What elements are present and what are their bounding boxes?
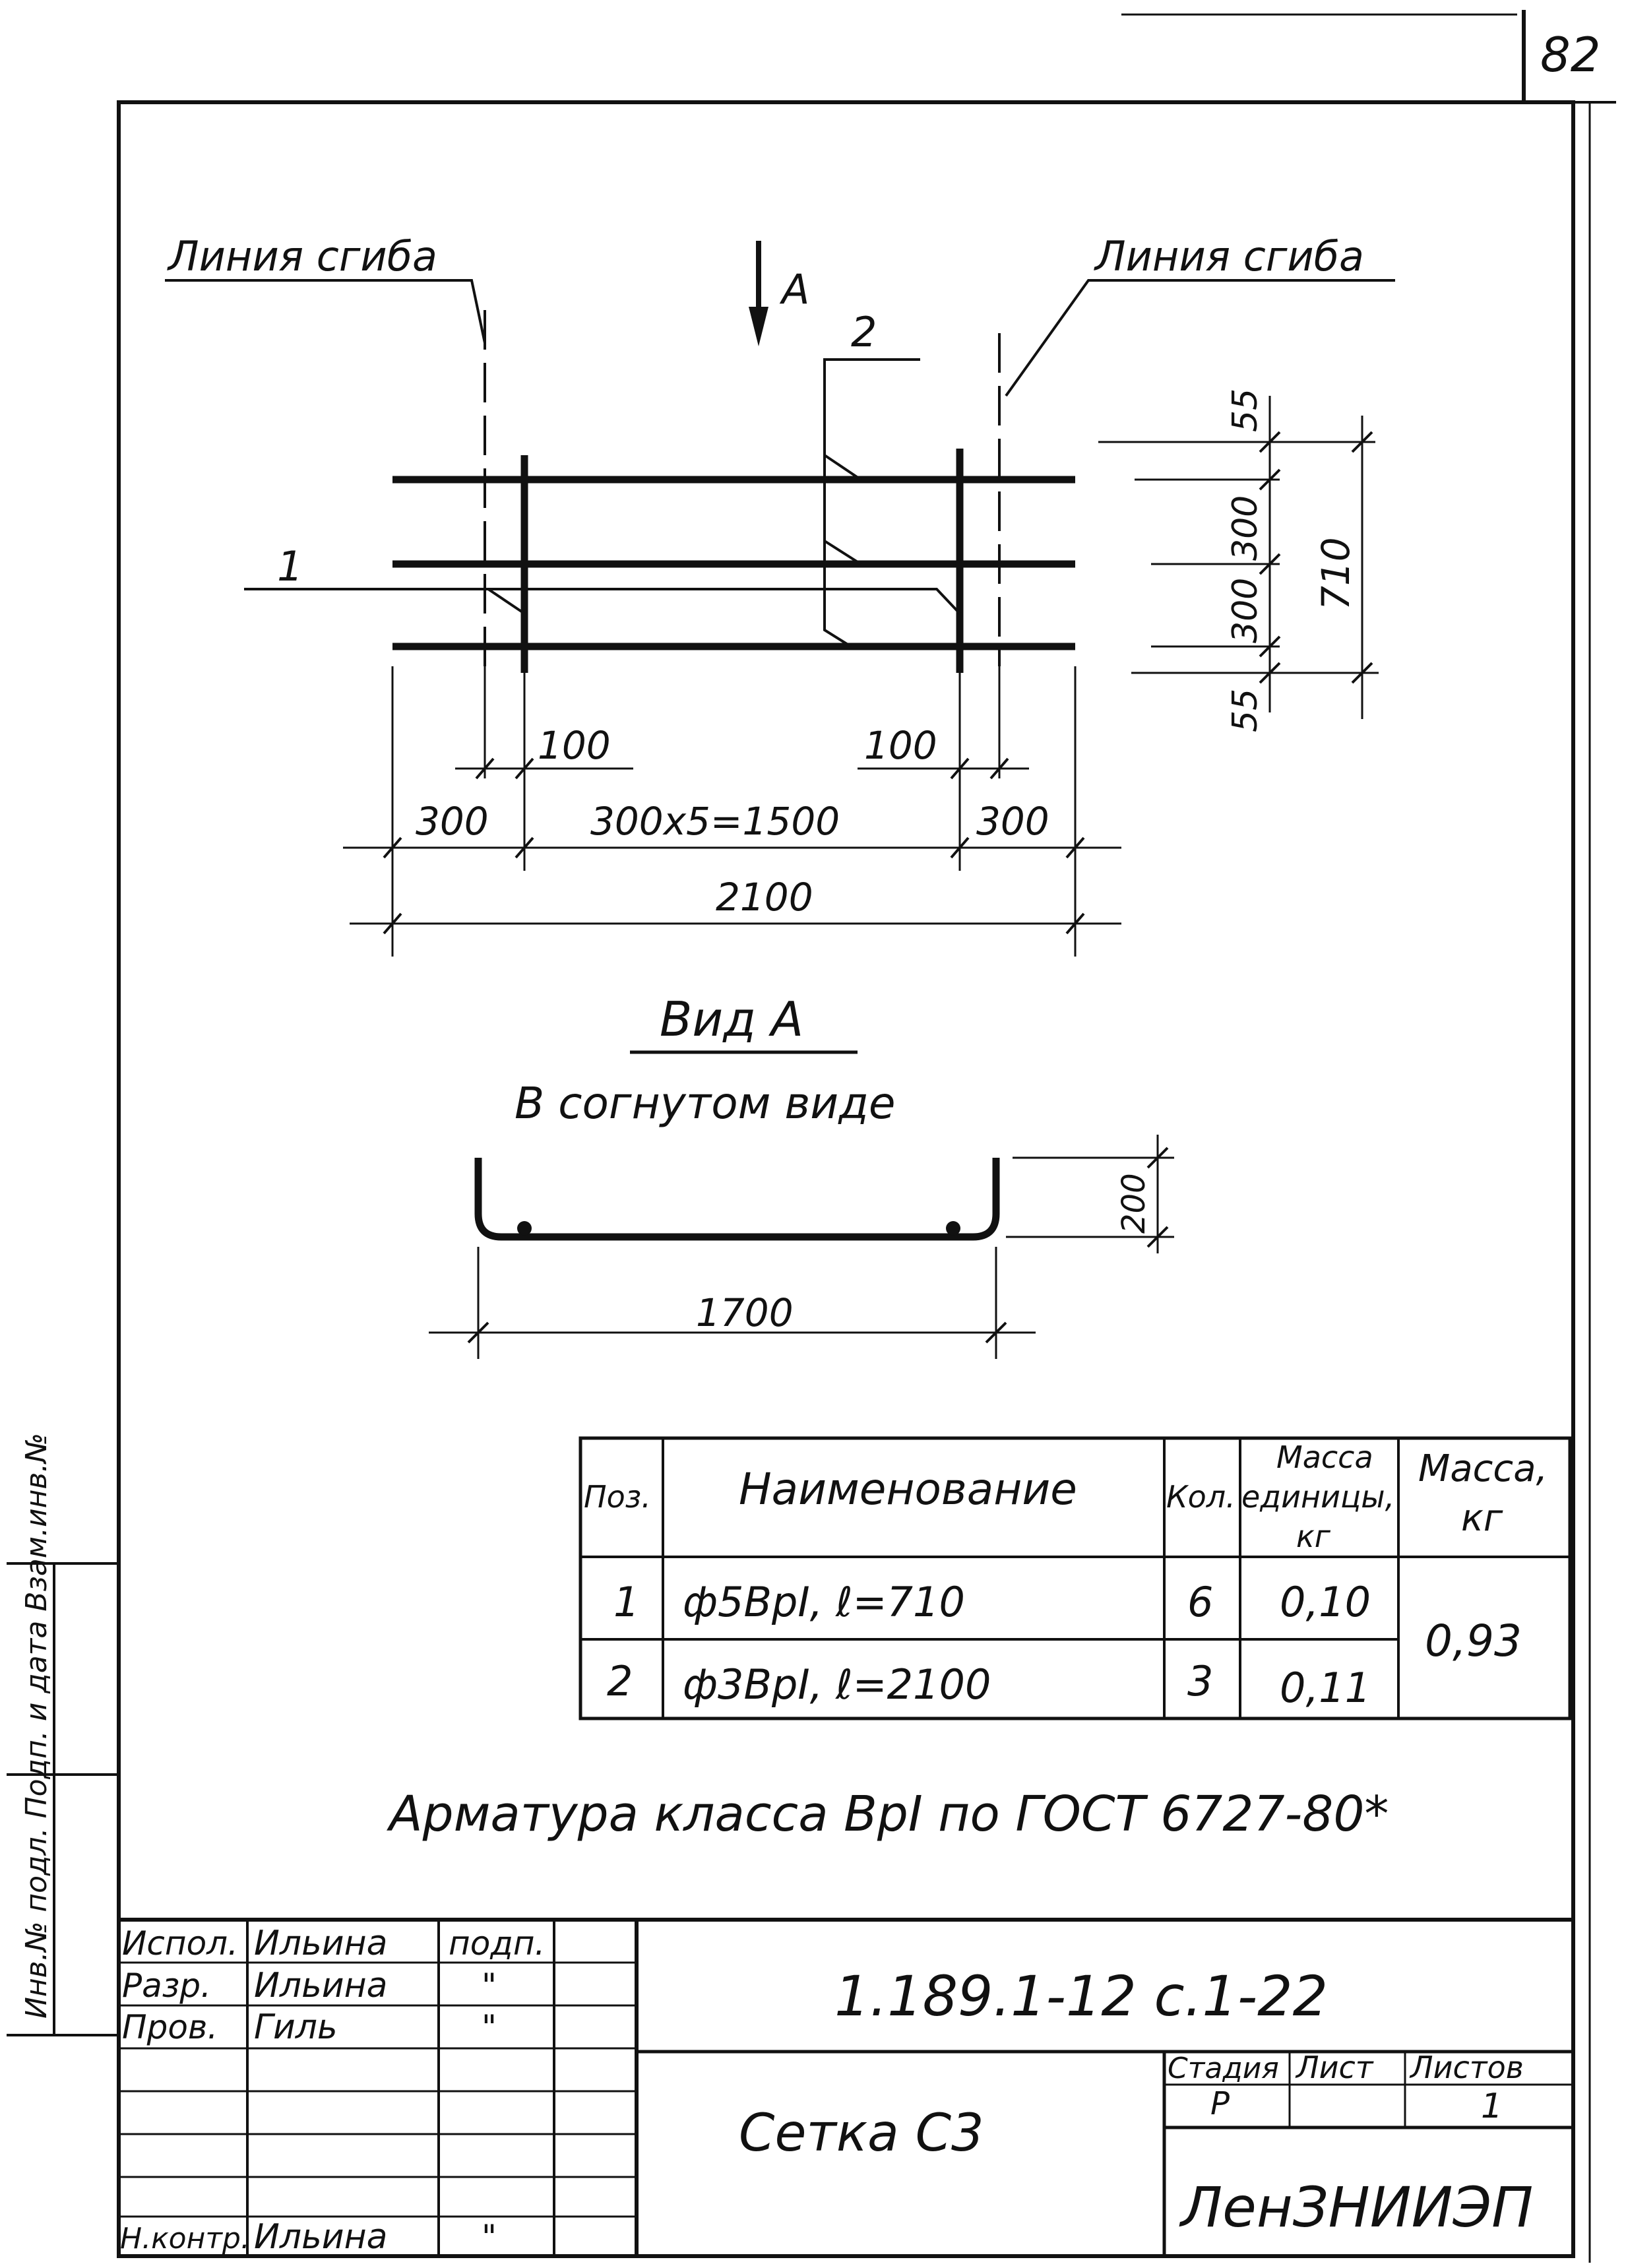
sheets-label: Листов: [1409, 2050, 1524, 2085]
role-4: Н.контр.: [120, 2222, 250, 2255]
bar-end-left: [517, 1221, 532, 1236]
position-1-label: 1: [277, 542, 303, 590]
view-a-subtitle: В согнутом виде: [515, 1078, 895, 1129]
reinforcement-note: Арматура класса ВрI по ГОСТ 6727-80*: [387, 1786, 1389, 1843]
role-3: Пров.: [122, 2008, 218, 2046]
header-unit-mass-2: единицы,: [1241, 1479, 1394, 1515]
row-2-unit-mass: 0,11: [1280, 1664, 1371, 1712]
stage-value: Р: [1210, 2085, 1230, 2122]
role-3-name: Гиль: [254, 2007, 338, 2047]
header-unit-mass-3: кг: [1296, 1519, 1331, 1554]
spec-table: Поз. Наименование Кол. Масса единицы, кг…: [578, 1436, 1572, 1720]
vertical-dimensions: 55 300 300 55 710: [1098, 389, 1379, 732]
role-2-sign: ": [482, 1967, 497, 2005]
role-1-name: Ильина: [254, 1924, 387, 1963]
row-2-qty: 3: [1187, 1657, 1213, 1705]
bar-end-right: [946, 1221, 960, 1236]
bend-line-right-label: Линия сгиба: [1094, 232, 1364, 280]
plan-view: Линия сгиба Линия сгиба А 2 1 100 100: [165, 232, 1395, 957]
row-2-name: ф3ВрI, ℓ=2100: [683, 1660, 991, 1709]
role-4-sign: ": [482, 2218, 497, 2256]
dim-right-100: 100: [864, 723, 937, 768]
header-unit-mass-1: Масса: [1276, 1439, 1373, 1475]
sheet-number: 82: [1540, 27, 1601, 82]
header-pos: Поз.: [584, 1479, 651, 1515]
horizontal-dimensions: 100 100 300 300x5=1500 300 2100: [343, 666, 1121, 957]
view-a-dim-width: 1700: [696, 1290, 794, 1335]
view-a-dim-height: 200: [1115, 1173, 1152, 1234]
dim-right-300: 300: [976, 799, 1049, 844]
row-1-unit-mass: 0,10: [1280, 1578, 1371, 1626]
row-1-qty: 6: [1187, 1578, 1213, 1626]
dim-left-300: 300: [416, 799, 489, 844]
dim-v-total: 710: [1313, 537, 1358, 610]
sheet-frame: [117, 10, 1616, 2263]
role-1: Испол.: [122, 1924, 238, 1963]
dim-middle: 300x5=1500: [590, 799, 840, 844]
dim-v-300a: 300: [1226, 495, 1265, 561]
doc-name: Сетка С3: [739, 2104, 984, 2163]
total-mass: 0,93: [1425, 1616, 1522, 1666]
view-a-title: Вид А: [660, 992, 803, 1047]
header-name: Наименование: [739, 1464, 1077, 1515]
side-stamp: Инв.№ подл. Подп. и дата Взам.инв.№: [7, 1433, 119, 2036]
header-mass-1: Масса,: [1418, 1447, 1548, 1490]
view-arrow-label: А: [779, 265, 809, 313]
role-3-sign: ": [482, 2008, 497, 2046]
stage-label: Стадия: [1168, 2052, 1279, 2085]
sheets-value: 1: [1481, 2087, 1503, 2126]
role-2: Разр.: [122, 1967, 211, 2005]
dim-left-100: 100: [538, 723, 611, 768]
bend-line-left-label: Линия сгиба: [167, 232, 437, 280]
dim-v-bottom: 55: [1226, 689, 1265, 732]
doc-code: 1.189.1-12 с.1-22: [834, 1964, 1328, 2029]
dim-v-300b: 300: [1226, 578, 1265, 643]
side-stamp-text: Инв.№ подл. Подп. и дата Взам.инв.№: [20, 1433, 53, 2019]
bent-mesh-profile: [474, 1158, 1000, 1241]
header-mass-2: кг: [1461, 1497, 1503, 1540]
title-block: Испол. Ильина подп. Разр. Ильина " Пров.…: [119, 1918, 1573, 2257]
role-2-name: Ильина: [254, 1966, 387, 2005]
dim-v-top: 55: [1226, 389, 1265, 432]
row-1-name: ф5ВрI, ℓ=710: [683, 1578, 965, 1626]
role-4-name: Ильина: [254, 2217, 387, 2257]
view-arrow-icon: [749, 307, 768, 346]
dim-total: 2100: [716, 875, 813, 920]
role-1-sign: подп.: [449, 1924, 545, 1963]
row-1-pos: 1: [613, 1578, 639, 1626]
position-2-label: 2: [851, 308, 877, 356]
header-qty: Кол.: [1166, 1479, 1235, 1515]
organization: ЛенЗНИИЭП: [1179, 2175, 1533, 2240]
sheet-label: Лист: [1295, 2050, 1374, 2085]
view-a: Вид А В согнутом виде 200 1700: [429, 992, 1174, 1359]
row-2-pos: 2: [607, 1657, 633, 1705]
